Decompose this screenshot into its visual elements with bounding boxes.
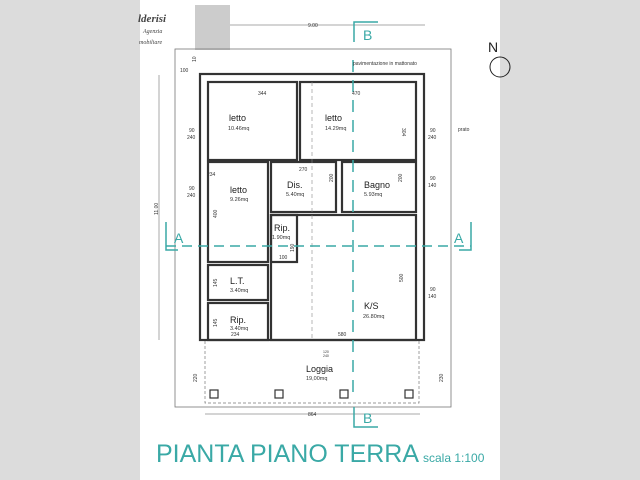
- svg-text:5.93mq: 5.93mq: [364, 192, 382, 198]
- svg-text:230: 230: [439, 373, 445, 382]
- svg-text:220: 220: [193, 373, 199, 382]
- lot-boundary: [174, 48, 452, 408]
- plan-scale: scala 1:100: [423, 451, 485, 465]
- svg-text:1.90mq: 1.90mq: [272, 235, 290, 241]
- svg-text:90: 90: [189, 128, 195, 134]
- svg-text:9.00: 9.00: [308, 23, 318, 29]
- svg-text:120: 120: [323, 350, 329, 354]
- svg-text:145: 145: [213, 278, 219, 287]
- svg-text:580: 580: [338, 332, 347, 338]
- section-lines: [165, 21, 472, 428]
- north-label: N: [488, 39, 498, 55]
- svg-text:190: 190: [290, 243, 296, 252]
- section-b-bottom: B: [363, 410, 372, 426]
- svg-text:letto: letto: [229, 113, 246, 123]
- svg-text:240: 240: [323, 354, 329, 358]
- svg-text:234: 234: [207, 172, 216, 178]
- svg-text:letto: letto: [325, 113, 342, 123]
- svg-text:3.40mq: 3.40mq: [230, 326, 248, 332]
- svg-text:14.29mq: 14.29mq: [325, 126, 346, 132]
- plan-title: PIANTA PIANO TERRA: [156, 440, 419, 468]
- svg-text:lderisi: lderisi: [138, 13, 167, 25]
- svg-text:K/S: K/S: [364, 301, 379, 311]
- svg-text:Bagno: Bagno: [364, 180, 390, 190]
- svg-text:Agenzia: Agenzia: [142, 29, 162, 35]
- garden-note: prato: [458, 127, 470, 133]
- svg-text:3.40mq: 3.40mq: [230, 288, 248, 294]
- svg-text:Rip.: Rip.: [274, 223, 290, 233]
- floor-note: pavimentazione in mattonato: [353, 61, 417, 67]
- svg-text:240: 240: [187, 193, 196, 199]
- section-a-right: A: [454, 230, 464, 246]
- svg-text:90: 90: [189, 186, 195, 192]
- svg-text:10: 10: [192, 56, 198, 62]
- svg-text:9.26mq: 9.26mq: [230, 197, 248, 203]
- svg-text:344: 344: [258, 91, 267, 97]
- svg-text:140: 140: [428, 183, 437, 189]
- dimension-lines: [158, 24, 425, 415]
- svg-text:100: 100: [279, 255, 288, 261]
- svg-text:Dis.: Dis.: [287, 180, 303, 190]
- svg-text:90: 90: [430, 176, 436, 182]
- svg-text:10.46mq: 10.46mq: [228, 126, 249, 132]
- svg-text:100: 100: [180, 68, 189, 74]
- dimension-labels: 9.00 11.00 100 10 344 470 304 234 270 20…: [154, 23, 445, 418]
- svg-text:240: 240: [187, 135, 196, 141]
- room-labels: letto 10.46mq letto 14.29mq letto 9.26mq Di…: [228, 113, 390, 382]
- svg-text:145: 145: [213, 318, 219, 327]
- svg-text:26.80mq: 26.80mq: [363, 314, 384, 320]
- svg-text:mobiliare: mobiliare: [139, 40, 162, 46]
- svg-text:500: 500: [399, 273, 405, 282]
- svg-text:200: 200: [329, 173, 335, 182]
- section-a-left: A: [174, 230, 184, 246]
- svg-text:19,00mq: 19,00mq: [306, 376, 327, 382]
- svg-text:400: 400: [213, 209, 219, 218]
- agency-logo: lderisi Agenzia mobiliare: [138, 5, 230, 50]
- svg-text:304: 304: [400, 128, 406, 137]
- pillars: [209, 389, 414, 399]
- svg-text:Rip.: Rip.: [230, 315, 246, 325]
- svg-text:5.40mq: 5.40mq: [286, 192, 304, 198]
- svg-text:letto: letto: [230, 185, 247, 195]
- svg-text:11.00: 11.00: [154, 203, 160, 215]
- svg-text:L.T.: L.T.: [230, 276, 245, 286]
- svg-text:240: 240: [428, 135, 437, 141]
- svg-text:200: 200: [398, 173, 404, 182]
- walls: [198, 72, 426, 342]
- svg-text:90: 90: [430, 128, 436, 134]
- svg-text:270: 270: [299, 167, 308, 173]
- svg-text:Loggia: Loggia: [306, 364, 333, 374]
- svg-text:90: 90: [430, 287, 436, 293]
- svg-text:470: 470: [352, 91, 361, 97]
- svg-text:864: 864: [308, 412, 317, 418]
- svg-text:140: 140: [428, 294, 437, 300]
- north-arrow-icon: [489, 56, 511, 78]
- section-b-top: B: [363, 27, 372, 43]
- svg-text:234: 234: [231, 332, 240, 338]
